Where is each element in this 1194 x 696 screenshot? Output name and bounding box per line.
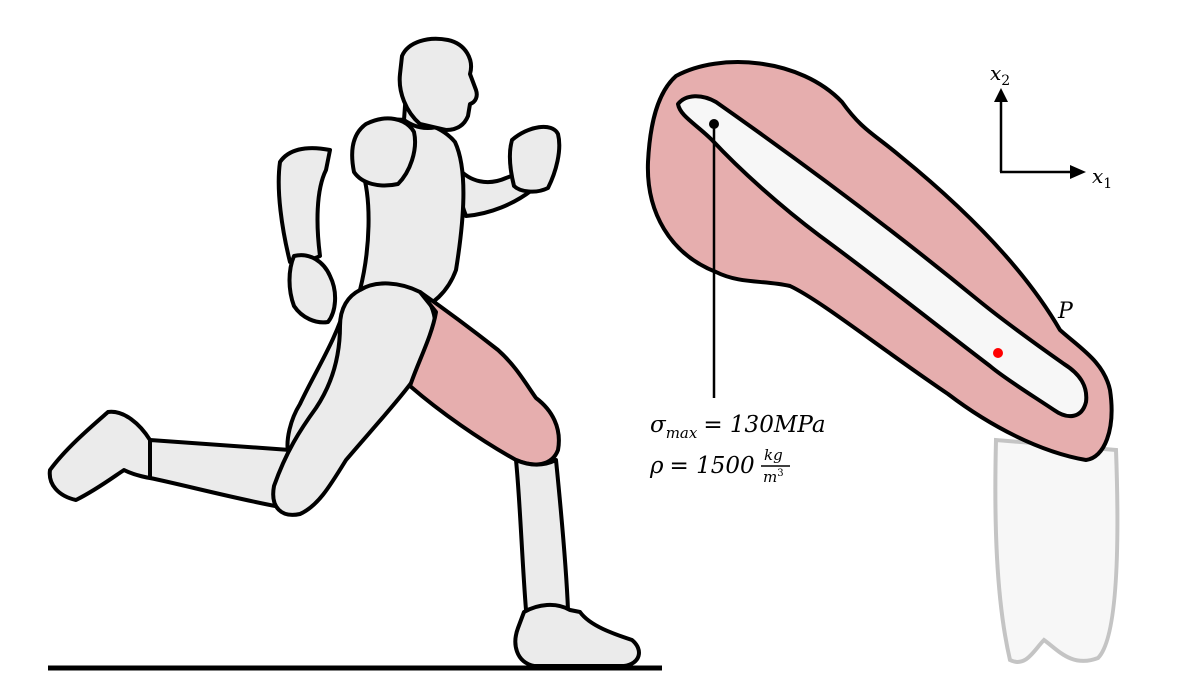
runner-front-fist [507,124,562,194]
x1-axis-label: x1 [1092,164,1112,192]
runner-back-upper-arm [276,146,332,264]
runner-back-shoe [47,409,152,502]
runner-hamstring-muscle [408,290,561,467]
density-equation: ρ= 1500 [649,453,755,479]
runner-back-fist [287,253,337,325]
stress-anchor-dot [709,119,719,129]
density-unit-denominator: m3 [763,468,784,486]
material-annotation: σmax= 130MPa ρ= 1500 kg m3 [649,412,826,486]
runner-back-shin [148,438,295,510]
runner-shoulder [350,116,417,188]
femur-bone [676,94,1089,419]
tibia-outline [993,437,1120,664]
x2-axis-label: x2 [990,61,1010,89]
point-p-label: P [1057,299,1074,324]
runner-head [397,36,479,132]
point-p-marker [993,348,1003,358]
runner-figure [47,36,641,668]
x1-axis-arrowhead [1070,165,1086,179]
thigh-cross-section: P [645,60,1120,664]
sigma-max-equation: σmax= 130MPa [650,412,826,442]
runner-front-thigh [271,281,438,517]
coordinate-axes: x2 x1 [990,61,1112,192]
x2-axis-arrowhead [994,88,1008,102]
runner-front-shin [514,458,570,612]
density-unit-numerator: kg [764,446,783,464]
runner-front-shoe [513,603,641,668]
